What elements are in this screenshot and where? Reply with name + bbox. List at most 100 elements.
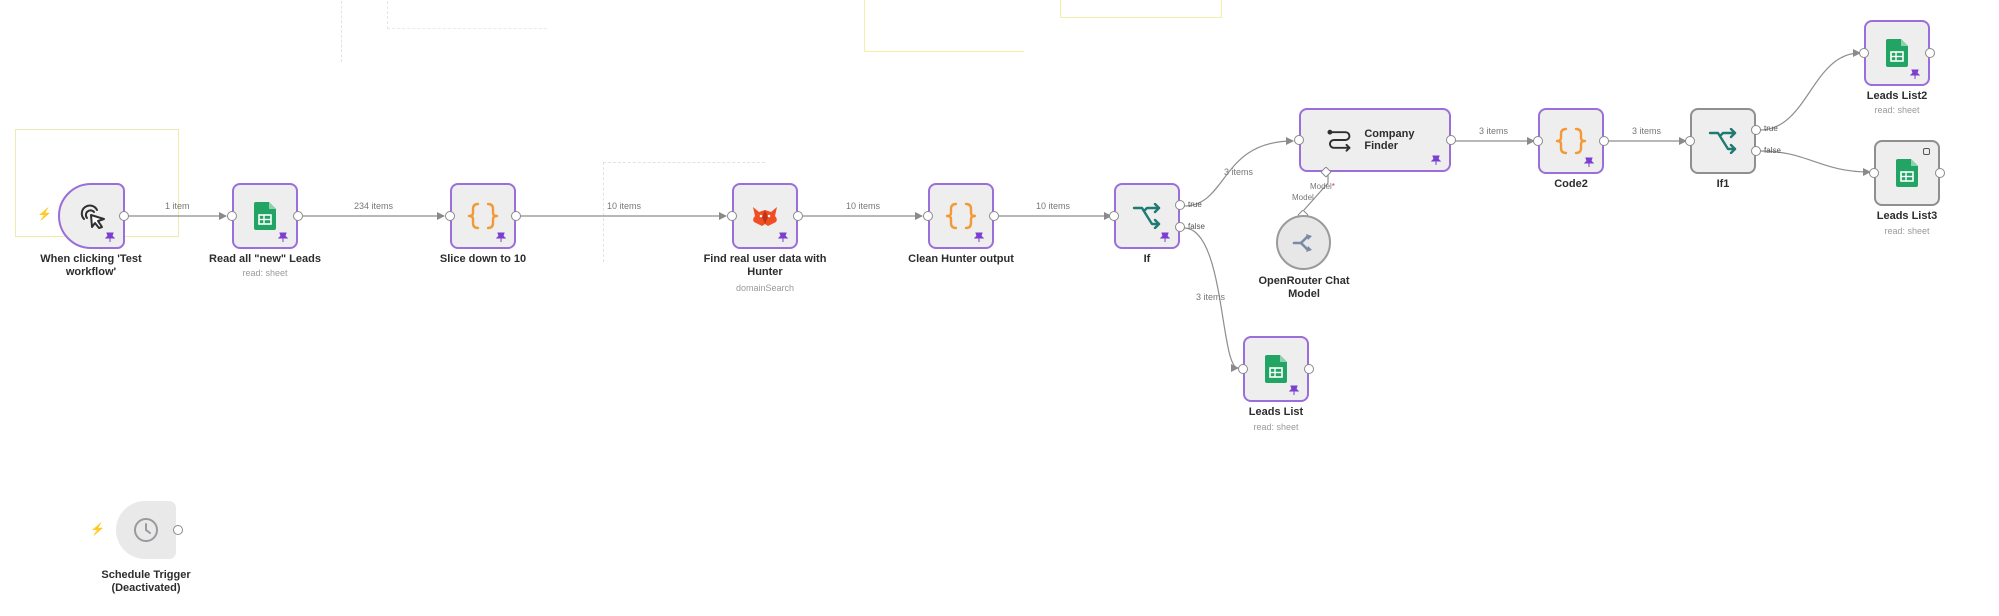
input-port[interactable] [445,211,455,221]
code-braces-icon [1555,127,1587,155]
trigger-bolt-icon: ⚡ [90,522,105,536]
output-port[interactable] [119,211,129,221]
pin-icon [1431,155,1441,165]
node-title: Read all "new" Leads [209,253,321,265]
node-subtitle: read: sheet [1253,422,1299,432]
node-clean-hunter[interactable] [928,183,994,249]
google-sheets-icon [1896,159,1918,187]
output-port[interactable] [1304,364,1314,374]
pin-icon [278,232,288,242]
false-output-port[interactable] [1751,146,1761,156]
node-manual-trigger[interactable] [58,183,125,249]
output-port[interactable] [1935,168,1945,178]
node-title: Company Finder [1364,128,1415,152]
node-title: If [1143,253,1151,265]
node-slice-down[interactable] [450,183,516,249]
node-openrouter-chat-model[interactable] [1276,215,1331,270]
output-port[interactable] [1925,48,1935,58]
google-sheets-icon [254,202,276,230]
edge-item-count: 3 items [1479,126,1509,136]
node-code2[interactable] [1538,108,1604,174]
branch-icon [1132,203,1161,229]
input-port[interactable] [923,211,933,221]
node-title: Leads List3 [1876,210,1938,222]
output-port[interactable] [511,211,521,221]
google-sheets-icon [1265,355,1287,383]
pin-icon [1584,157,1594,167]
sticky-note-outline [1060,0,1222,18]
edge-item-count: 10 items [846,201,881,211]
node-leads-list3[interactable] [1874,140,1940,206]
node-title: If1 [1716,178,1730,190]
agent-route-icon [1327,129,1351,152]
pin-icon [1160,232,1170,242]
node-read-new-leads[interactable] [232,183,298,249]
pin-icon [974,232,984,242]
node-leads-list2[interactable] [1864,20,1930,86]
output-port[interactable] [1599,136,1609,146]
trigger-bolt-icon: ⚡ [37,207,52,221]
node-title: Leads List2 [1866,90,1928,102]
clock-icon [134,518,158,542]
true-output-port[interactable] [1175,200,1185,210]
openrouter-icon [1292,233,1312,252]
node-schedule-trigger[interactable] [116,501,176,559]
input-port[interactable] [1869,168,1879,178]
input-port[interactable] [1294,135,1304,145]
sticky-note-outline [864,0,1024,52]
input-port[interactable] [227,211,237,221]
edge-item-count: 10 items [607,201,642,211]
model-connection-line [1303,172,1329,211]
node-title: Slice down to 10 [439,253,527,265]
node-title: Code2 [1554,178,1588,190]
node-title: Clean Hunter output [908,253,1014,265]
code-braces-icon [945,202,977,230]
edge-item-count: 3 items [1632,126,1662,136]
pin-icon [1910,69,1920,79]
node-subtitle: read: sheet [1884,226,1930,236]
output-port[interactable] [989,211,999,221]
false-label: false [1764,146,1781,155]
selection-square-icon [1923,148,1930,155]
node-subtitle: read: sheet [242,268,288,278]
model-connector-label: Model [1292,193,1314,202]
input-port[interactable] [1109,211,1119,221]
node-title: Leads List [1248,406,1304,418]
output-port[interactable] [1446,135,1456,145]
code-braces-icon [467,202,499,230]
node-company-finder[interactable]: Company Finder [1299,108,1451,172]
output-port[interactable] [793,211,803,221]
output-port[interactable] [173,525,183,535]
true-label: true [1188,200,1202,209]
edge-item-count: 1 item [165,201,190,211]
edge-item-count: 3 items [1224,167,1254,177]
false-label: false [1188,222,1205,231]
input-port[interactable] [1859,48,1869,58]
branch-icon [1708,128,1737,154]
pin-icon [1289,385,1299,395]
sticky-note-outline [603,162,765,262]
true-output-port[interactable] [1751,125,1761,135]
input-port[interactable] [1533,136,1543,146]
node-leads-list[interactable] [1243,336,1309,402]
sticky-note-outline [341,0,342,62]
google-sheets-icon [1886,39,1908,67]
hunter-fox-icon [753,207,777,226]
edge-item-count: 10 items [1036,201,1071,211]
output-port[interactable] [293,211,303,221]
pin-icon [496,232,506,242]
node-if[interactable] [1114,183,1180,249]
false-output-port[interactable] [1175,222,1185,232]
node-if1[interactable] [1690,108,1756,174]
node-title: Schedule Trigger(Deactivated) [101,569,191,594]
cursor-click-icon [80,204,105,229]
input-port[interactable] [727,211,737,221]
node-hunter[interactable] [732,183,798,249]
input-port[interactable] [1685,136,1695,146]
input-port[interactable] [1238,364,1248,374]
true-label: true [1764,124,1778,133]
